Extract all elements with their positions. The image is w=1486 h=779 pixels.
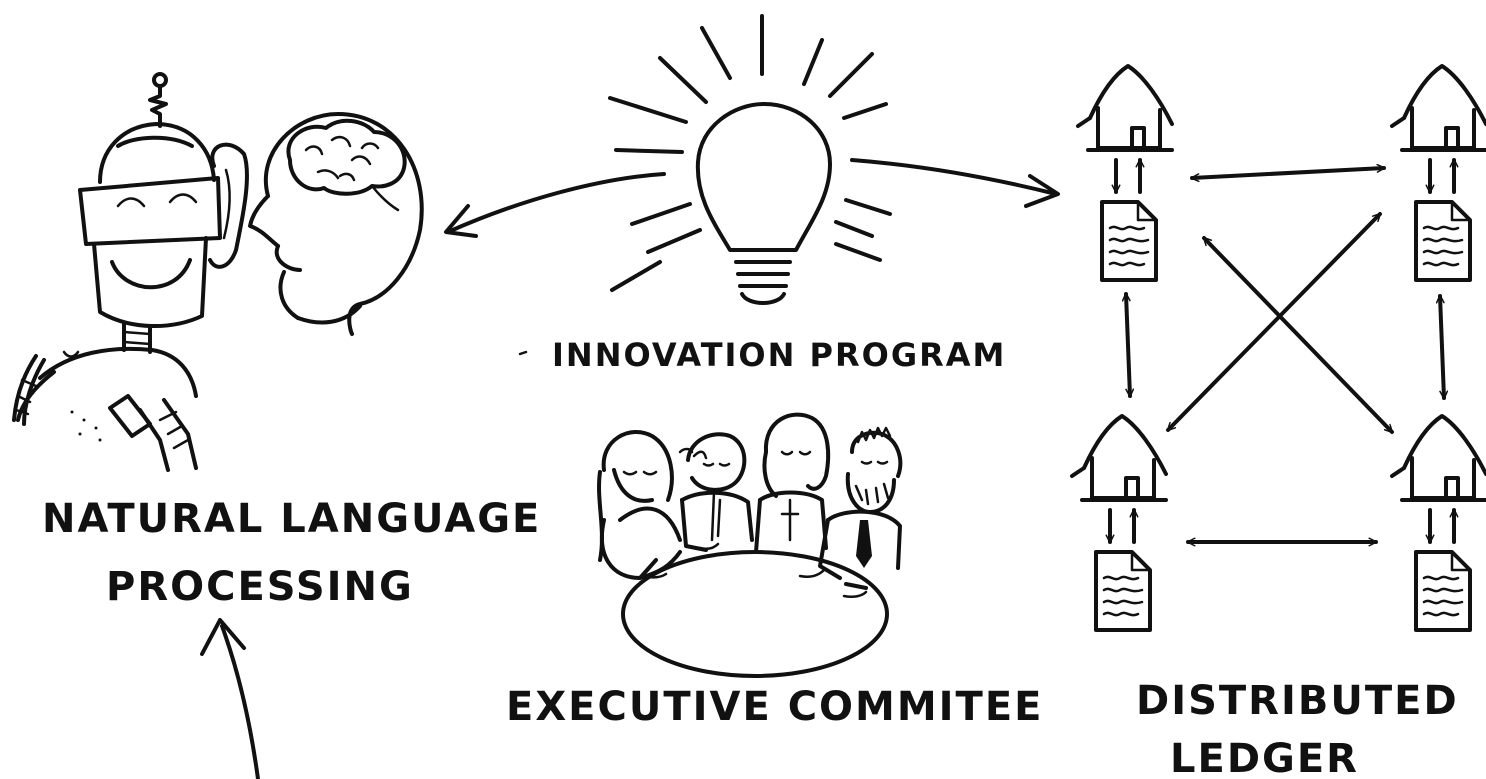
label-ledger-line1: DISTRIBUTED	[1136, 678, 1459, 724]
human-head-illustration	[208, 112, 424, 336]
label-nlp-line1: NATURAL LANGUAGE	[42, 496, 541, 542]
ledger-links	[1121, 163, 1449, 547]
label-nlp-line2: PROCESSING	[106, 564, 414, 610]
ledger-node-top-left	[1078, 66, 1172, 280]
ledger-network	[1072, 66, 1486, 630]
robot-illustration	[12, 72, 222, 472]
label-ledger-line2: LEDGER	[1170, 736, 1359, 779]
label-innovation-program: INNOVATION PROGRAM	[552, 336, 1006, 374]
executive-committee-illustration	[597, 412, 903, 678]
ledger-node-bottom-left	[1072, 416, 1166, 630]
lightbulb-icon	[608, 14, 892, 305]
label-executive-committee: EXECUTIVE COMMITEE	[506, 684, 1043, 730]
ledger-node-bottom-right	[1392, 416, 1486, 630]
connector-arrows	[200, 158, 1060, 779]
ledger-node-top-right	[1392, 66, 1486, 280]
